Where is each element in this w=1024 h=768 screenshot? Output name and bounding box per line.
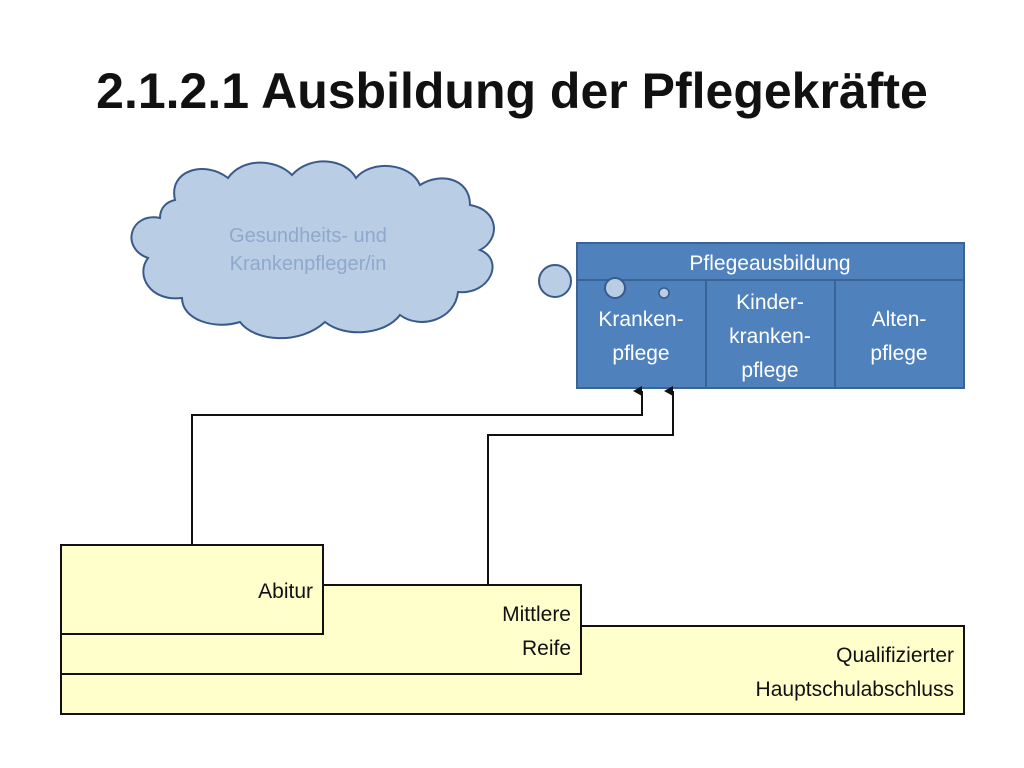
arrow-abitur-to-krankenpflege bbox=[191, 386, 643, 545]
training-header: Pflegeausbildung bbox=[689, 252, 850, 275]
column-kinder-line-3: pflege bbox=[741, 359, 798, 382]
thought-cloud: Gesundheits- und Krankenpfleger/in bbox=[130, 160, 495, 340]
cloud-text-line-2: Krankenpfleger/in bbox=[230, 253, 387, 275]
mittlere-reife-line-1: Mittlere bbox=[502, 603, 571, 626]
arrow-mittlere-reife-to-krankenpflege bbox=[487, 386, 674, 585]
cloud-shape bbox=[130, 160, 495, 340]
column-alten-line-1: Alten- bbox=[872, 308, 927, 331]
abitur-label: Abitur bbox=[258, 580, 313, 603]
column-kinder-line-1: Kinder- bbox=[736, 291, 804, 314]
step-abitur bbox=[60, 544, 324, 635]
cloud-text-line-1: Gesundheits- und bbox=[229, 225, 387, 247]
training-box: Pflegeausbildung Kranken- pflege Kinder-… bbox=[576, 242, 965, 389]
thought-bubbles bbox=[538, 264, 670, 299]
hauptschule-line-1: Qualifizierter bbox=[836, 644, 954, 667]
column-kranken-line-2: pflege bbox=[612, 342, 669, 365]
connector-arrows bbox=[191, 386, 674, 585]
page-title: 2.1.2.1 Ausbildung der Pflegekräfte bbox=[96, 63, 928, 119]
thought-bubble-small bbox=[658, 287, 670, 299]
column-alten-line-2: pflege bbox=[870, 342, 927, 365]
column-kinder-line-2: kranken- bbox=[729, 325, 811, 348]
column-kranken-line-1: Kranken- bbox=[598, 308, 683, 331]
mittlere-reife-line-2: Reife bbox=[522, 637, 571, 660]
thought-bubble-large bbox=[538, 264, 572, 298]
hauptschule-line-2: Hauptschulabschluss bbox=[756, 678, 954, 701]
training-box-frame bbox=[576, 242, 965, 389]
thought-bubble-medium bbox=[604, 277, 626, 299]
qualification-steps: Abitur Mittlere Reife Qualifizierter Hau… bbox=[60, 544, 965, 715]
